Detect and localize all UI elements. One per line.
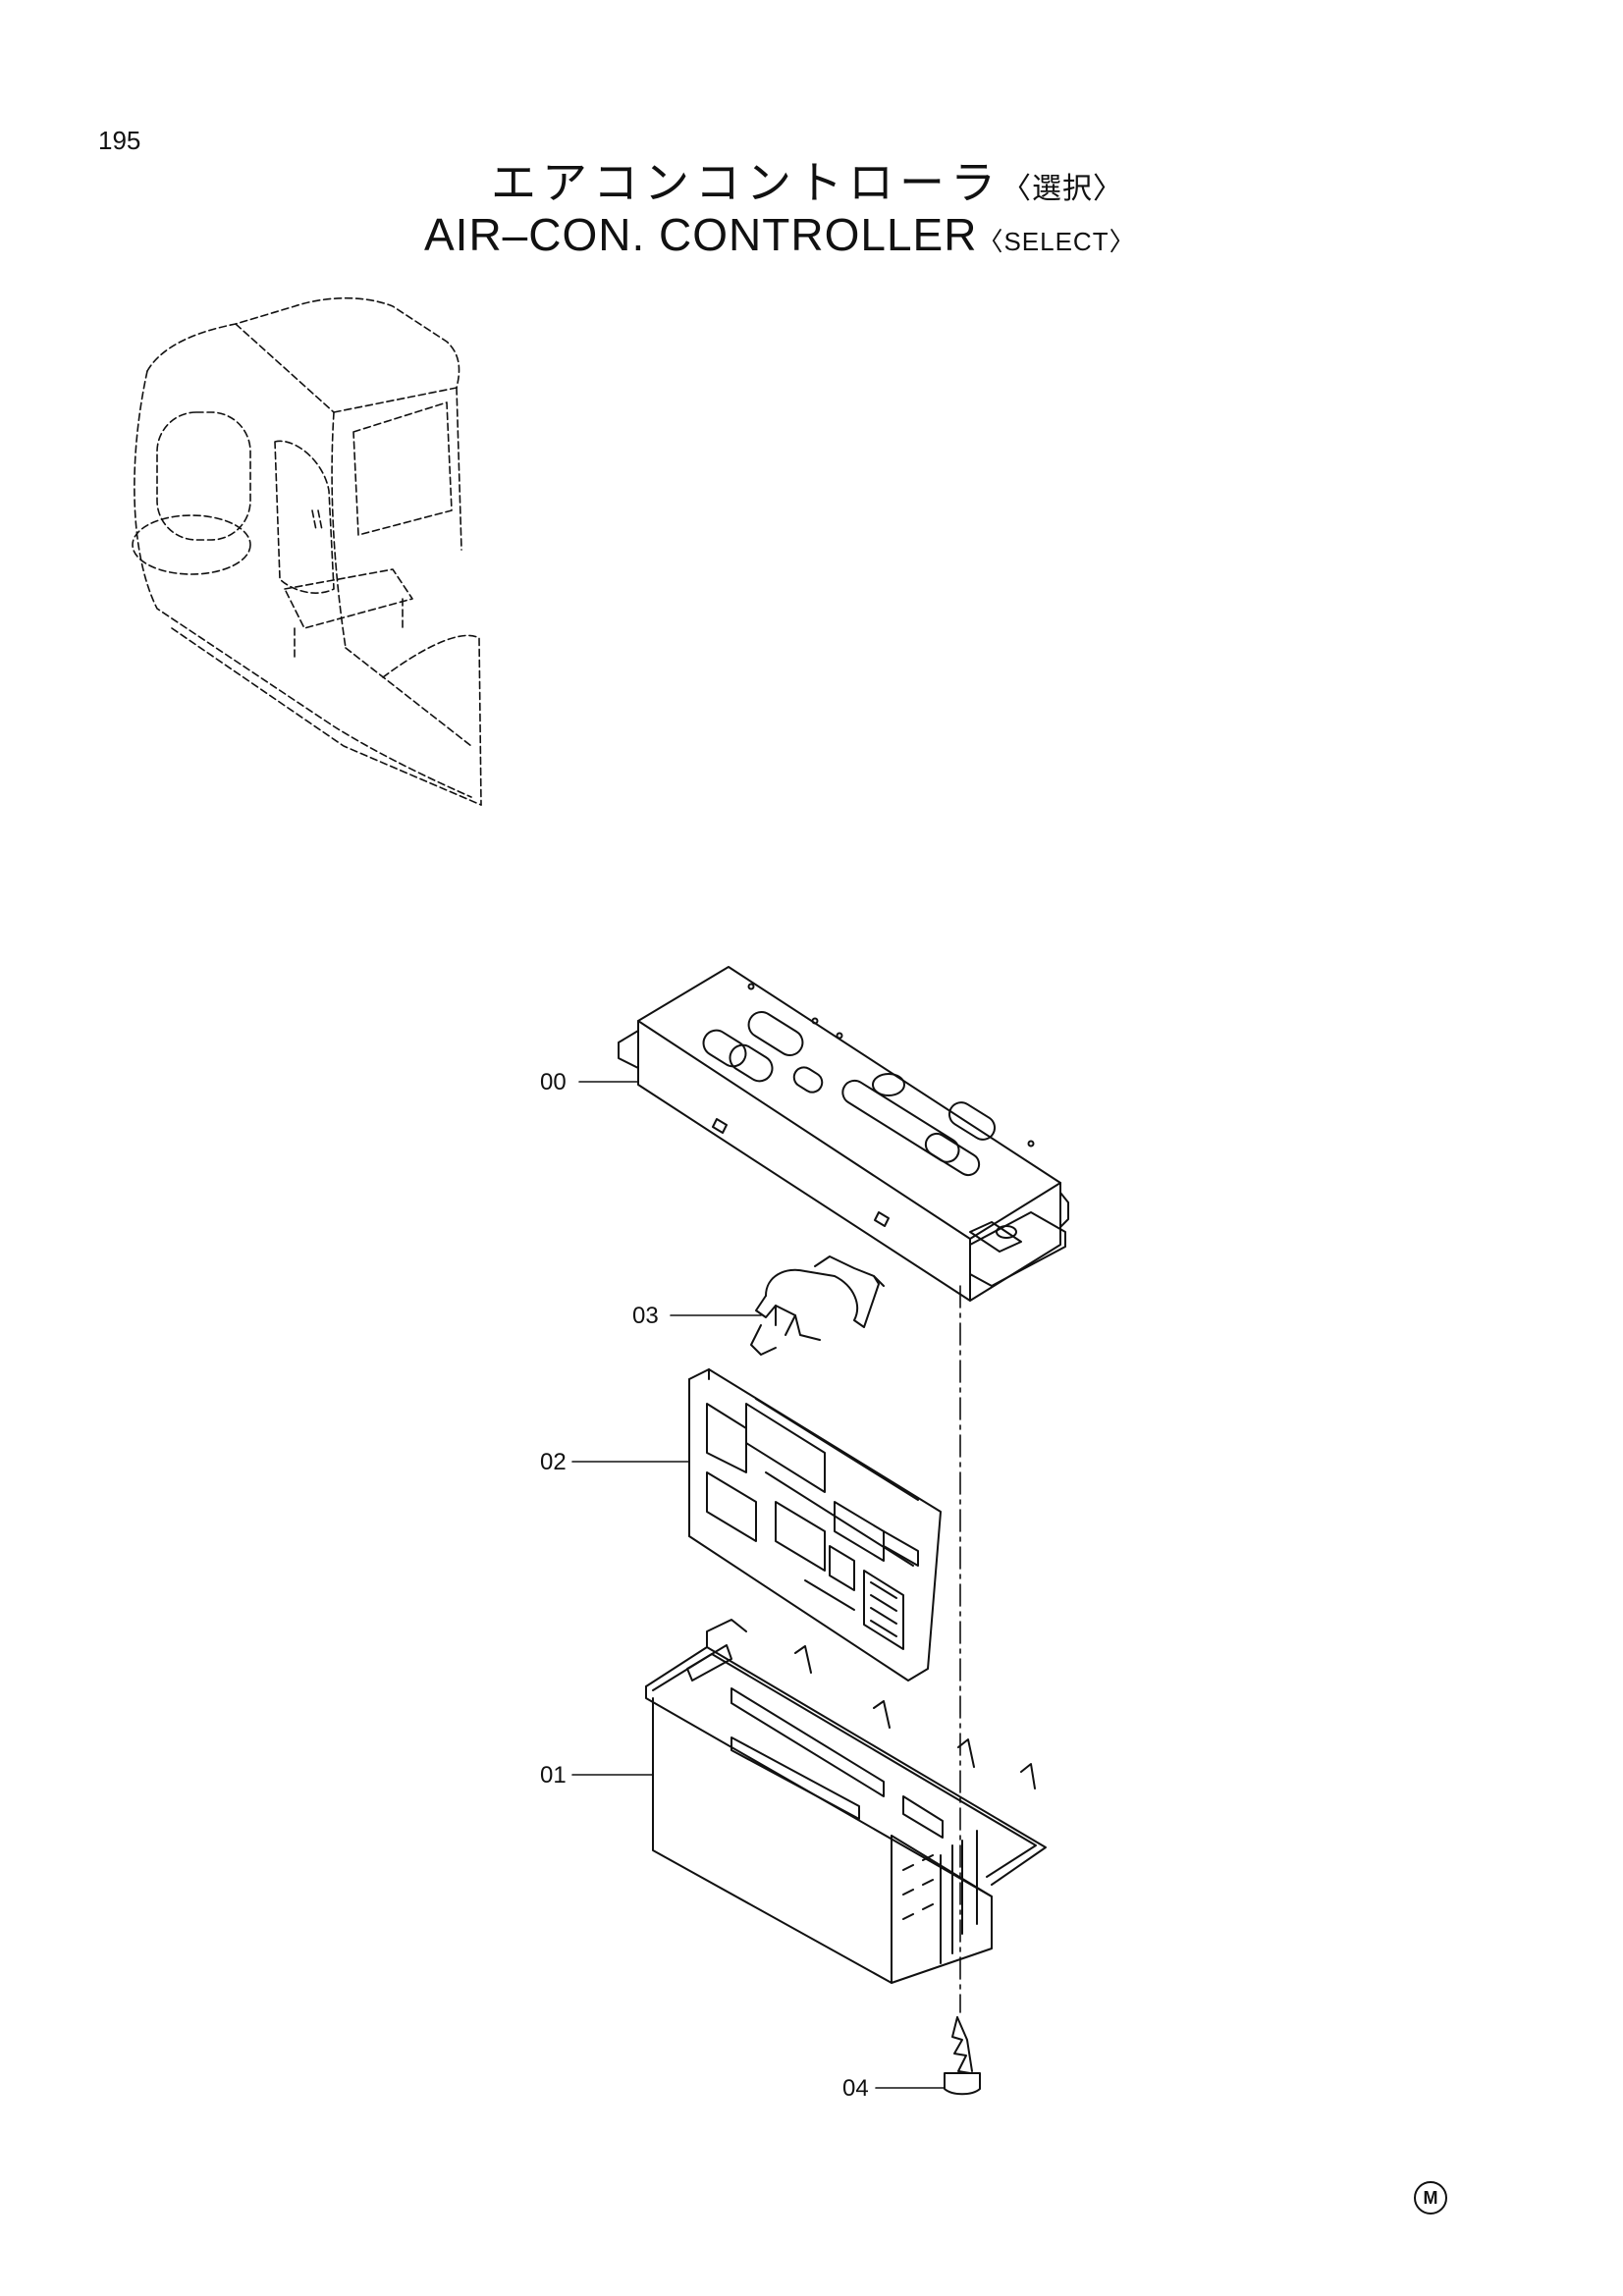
part-00-top-panel (618, 966, 1069, 1302)
title-jp-select: 〈選択〉 (1001, 172, 1123, 206)
title-en-select: 〈SELECT〉 (977, 227, 1136, 256)
part-label-00: 00 (540, 1069, 567, 1095)
title-english: AIR–CON. CONTROLLER〈SELECT〉 (424, 208, 1136, 261)
cab-locator-illustration (132, 296, 482, 806)
part-02-circuit-board (688, 1368, 942, 1682)
title-japanese: エアコンコントローラ〈選択〉 (491, 147, 1123, 212)
part-label-04: 04 (842, 2075, 869, 2102)
page-number: 195 (98, 126, 141, 155)
part-03-clip (750, 1255, 885, 1356)
part-label-03: 03 (632, 1303, 659, 1329)
part-04-screw (944, 2016, 981, 2096)
circled-m-mark: M (1414, 2181, 1447, 2215)
part-01-case (645, 1619, 1047, 1984)
part-label-01: 01 (540, 1762, 567, 1789)
title-en-text: AIR–CON. CONTROLLER (424, 209, 978, 260)
part-label-02: 02 (540, 1449, 567, 1475)
title-jp-text: エアコンコントローラ (491, 156, 1001, 209)
